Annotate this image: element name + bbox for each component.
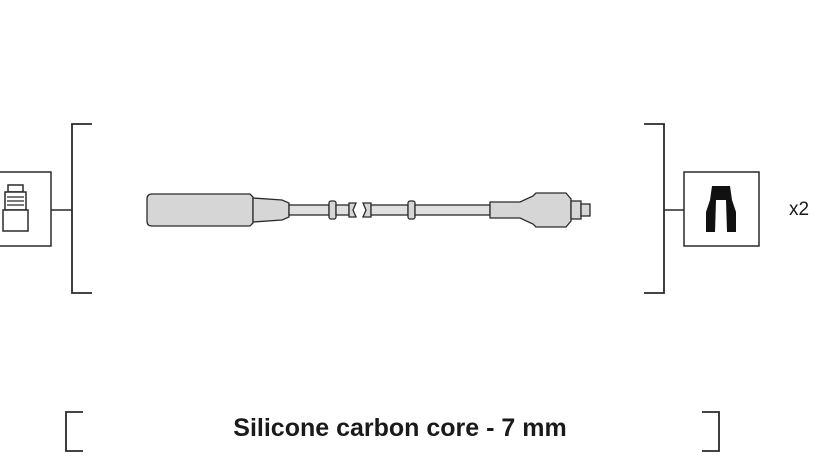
coil-connector-icon — [0, 171, 52, 247]
ignition-cable-icon — [146, 192, 591, 228]
right-bracket — [644, 123, 665, 294]
caption-left-bracket — [65, 411, 83, 452]
caption-right-bracket — [702, 411, 720, 452]
quantity-label: x2 — [789, 199, 810, 220]
spark-plug-boot-icon — [683, 171, 760, 247]
material-caption: Silicone carbon core - 7 mm — [233, 414, 567, 442]
left-bracket — [71, 123, 92, 294]
